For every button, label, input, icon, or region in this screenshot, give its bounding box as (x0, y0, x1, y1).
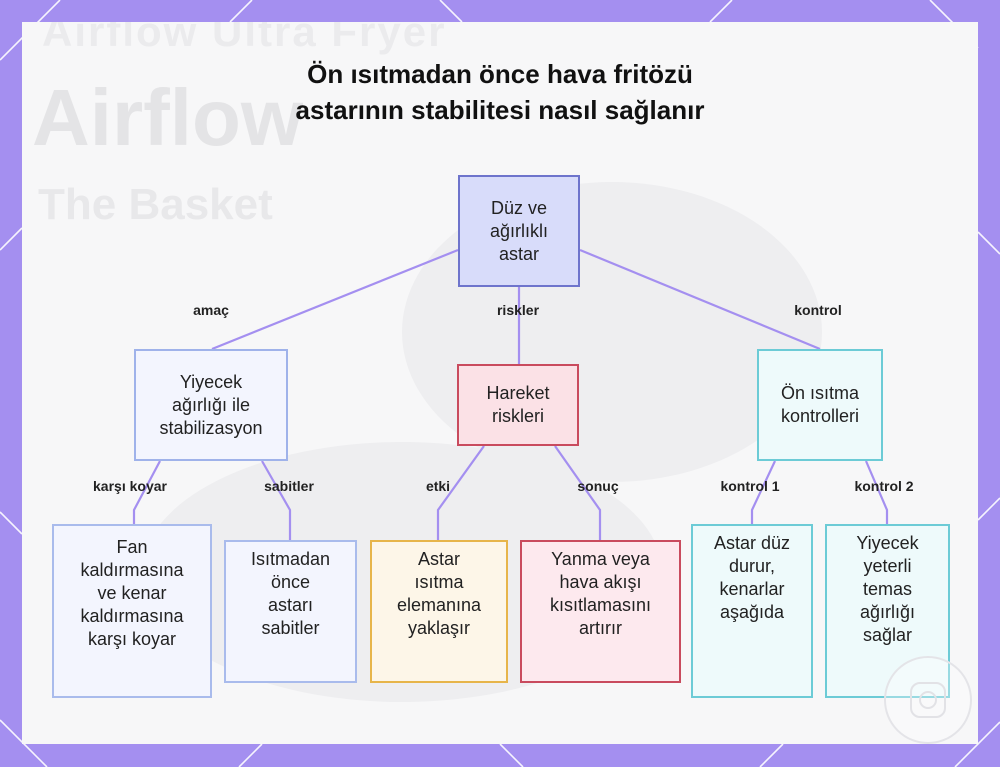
edge-pre-flat (750, 460, 776, 524)
edge-label-fixes: sabitler (264, 478, 314, 494)
edge-label-counters: karşı koyar (93, 478, 167, 494)
edge-label-control-2: kontrol 2 (854, 478, 914, 494)
title-line-1: Ön ısıtmadan önce hava fritözü (307, 59, 693, 89)
edge-pre-wgt (864, 460, 889, 524)
node-movement-risks: Hareket riskleri (457, 364, 579, 446)
node-approaches-element: Astar ısıtma elemanına yaklaşır (370, 540, 508, 683)
edge-label-control-1: kontrol 1 (720, 478, 780, 494)
edge-label-effect: etki (425, 478, 451, 494)
background-text-top: Airflow Ultra Fryer (42, 22, 447, 55)
edge-food-fix (261, 460, 292, 540)
edge-root-pre (579, 248, 821, 351)
node-enough-weight: Yiyecek yeterli temas ağırlığı sağlar (825, 524, 950, 698)
edge-label-result: sonuç (577, 478, 619, 494)
node-fixes-liner: Isıtmadan önce astarı sabitler (224, 540, 357, 683)
node-flat-weighted-liner: Düz ve ağırlıklı astar (458, 175, 580, 287)
edge-label-control: kontrol (794, 302, 842, 318)
watermark-logo-icon (884, 656, 972, 744)
background-text-mid: The Basket (38, 180, 273, 229)
edge-root-food (211, 248, 459, 351)
node-liner-flat: Astar düz durur, kenarlar aşağıda (691, 524, 813, 698)
node-food-weight-stabilization: Yiyecek ağırlığı ile stabilizasyon (134, 349, 288, 461)
background-text-big: Airflow (32, 73, 304, 162)
edge-food-fan (132, 460, 161, 524)
edge-label-purpose: amaç (193, 302, 229, 318)
title-line-2: astarının stabilitesi nasıl sağlanır (295, 95, 705, 125)
edge-move-astar (436, 445, 485, 540)
node-counters-fan-lift: Fan kaldırmasına ve kenar kaldırmasına k… (52, 524, 212, 698)
diagram-title: Ön ısıtmadan önce hava fritözü astarının… (0, 56, 1000, 128)
edge-label-risks: riskler (496, 302, 540, 318)
node-burn-airflow: Yanma veya hava akışı kısıtlamasını artı… (520, 540, 681, 683)
node-preheat-controls: Ön ısıtma kontrolleri (757, 349, 883, 461)
edge-move-burn (554, 445, 602, 540)
